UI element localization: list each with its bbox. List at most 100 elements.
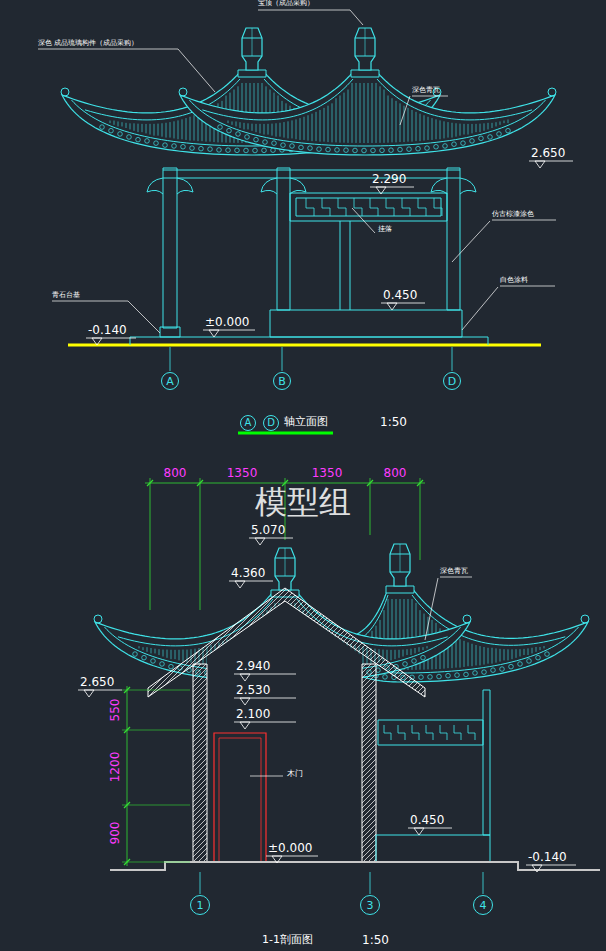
axis-label: 4 (473, 895, 493, 915)
axis-bubble: B (273, 372, 291, 390)
tile-end (446, 673, 451, 678)
tile-end (254, 137, 259, 142)
tile-end (281, 143, 286, 148)
level-mark: 2.100 (236, 708, 270, 720)
platform (130, 337, 488, 345)
extension-line (122, 730, 190, 731)
tile-end (527, 659, 532, 664)
eave-curl (179, 88, 187, 96)
bubble-circle (274, 373, 291, 390)
tile-end (443, 144, 448, 149)
tile-end (169, 664, 174, 669)
tile-end (362, 148, 367, 153)
extension-line (122, 805, 190, 806)
bubble-circle (162, 373, 179, 390)
level-triangle (240, 674, 250, 681)
finial-line (365, 28, 366, 56)
axis-leader (170, 347, 171, 371)
bracket (261, 178, 277, 194)
tile-end (227, 128, 232, 133)
bubble-circle (361, 896, 380, 915)
door-post (350, 221, 351, 310)
tile-end (545, 652, 550, 657)
tile-end (509, 664, 514, 669)
level-triangle (235, 581, 245, 588)
tile-end (290, 144, 295, 149)
bracket (431, 178, 447, 194)
leader (440, 577, 472, 578)
axis-leader (282, 347, 283, 371)
wall (362, 664, 376, 862)
bubble-circle (264, 416, 279, 431)
leader (462, 287, 498, 330)
finial (242, 28, 262, 70)
tile-end (299, 145, 304, 150)
tile-end (434, 144, 439, 149)
note-text: 青石台基 (52, 292, 80, 299)
tile-end (118, 132, 123, 137)
tile-end (479, 136, 484, 141)
leader (400, 96, 410, 125)
view-title: 轴立面图 (284, 416, 328, 427)
tile-end (407, 147, 412, 152)
tile-end (353, 148, 358, 153)
tile-end (145, 139, 150, 144)
axis-bubble: 4 (473, 895, 493, 915)
dimension: 800 (164, 467, 187, 479)
tile-end (127, 135, 132, 140)
axis-bubble: D (263, 415, 279, 431)
column (163, 168, 177, 328)
bubble-circle (474, 896, 493, 915)
level-triangle (92, 338, 102, 345)
tile-end (181, 144, 186, 149)
tile-end (398, 147, 403, 152)
level-mark: 4.360 (231, 567, 265, 579)
dimension-line (127, 686, 128, 866)
tile-end (389, 148, 394, 153)
roof-ridge (238, 70, 266, 77)
dimension: 550 (109, 699, 121, 722)
level-triangle (376, 187, 386, 194)
title-underline (238, 432, 333, 435)
bubble-circle (444, 373, 461, 390)
lattice (290, 193, 447, 221)
tile-end (335, 148, 340, 153)
finial-line (285, 548, 286, 576)
axis-leader (200, 872, 201, 894)
extension-line (200, 478, 201, 610)
leader (250, 776, 283, 777)
tile-end (190, 146, 195, 151)
note-text: 木门 (287, 770, 303, 778)
tile-end (455, 673, 460, 678)
axis-label: A (240, 415, 256, 431)
tile-end (488, 135, 493, 140)
tile-end (421, 655, 426, 660)
level-mark: 2.650 (80, 676, 114, 688)
tile-end (482, 670, 487, 675)
tile-end (163, 143, 168, 148)
bubble-circle (191, 896, 210, 915)
leader (452, 221, 490, 262)
tile-end (253, 148, 258, 153)
door (219, 738, 261, 862)
tile-end (326, 147, 331, 152)
bracket (147, 178, 163, 194)
tile-end (244, 148, 249, 153)
view-title: 1-1剖面图 (262, 934, 313, 945)
tile-end (263, 140, 268, 145)
bracket (460, 178, 476, 194)
scale-text: 1:50 (362, 934, 389, 946)
tile-end (262, 148, 267, 153)
bubble-circle (241, 416, 256, 431)
tile-end (491, 668, 496, 673)
roof-ridge (351, 70, 379, 77)
leader (258, 10, 363, 25)
interior (207, 601, 362, 862)
level-mark: 0.450 (410, 814, 444, 826)
note-text: 挂落 (378, 226, 392, 233)
tile-end (208, 147, 213, 152)
tile-end (151, 659, 156, 664)
axis-label: D (443, 372, 461, 390)
tile-end (416, 146, 421, 151)
axis-label: 1 (190, 895, 210, 915)
